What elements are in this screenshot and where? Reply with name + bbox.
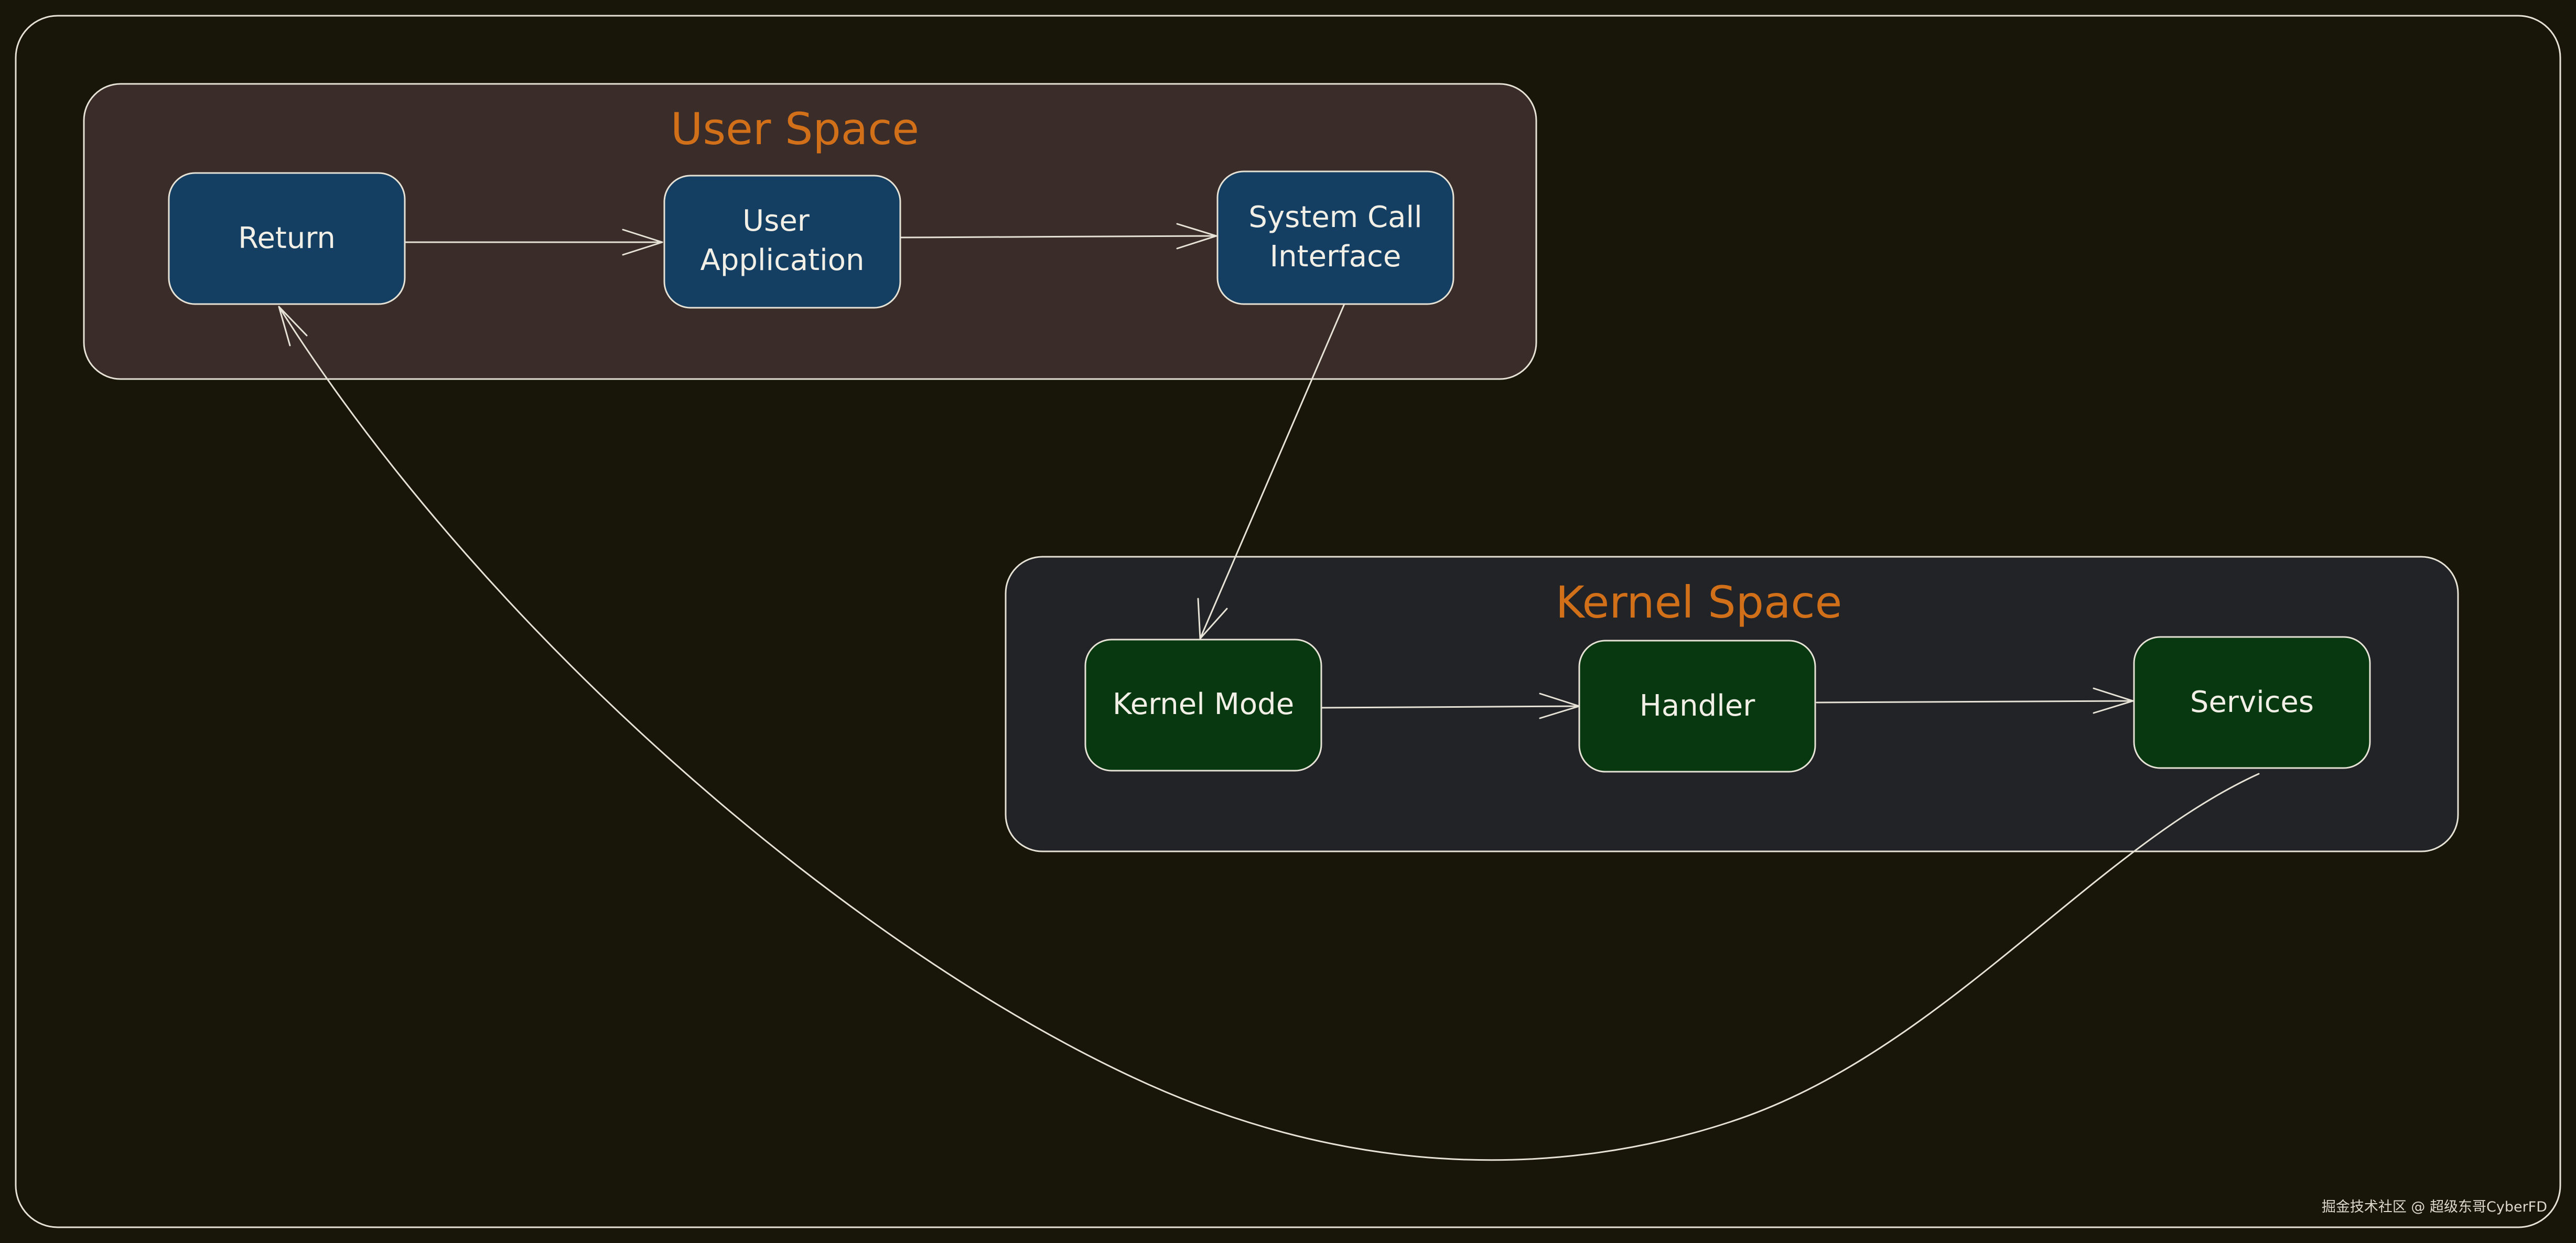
node-label: Kernel Mode (1113, 687, 1294, 721)
edge-line (1199, 303, 1345, 640)
node-label-line-1: System Call (1248, 200, 1422, 234)
edge-services-to-return (278, 306, 2260, 1161)
node-label-line-2: Interface (1270, 240, 1402, 274)
edge-line (899, 235, 1217, 239)
node-handler: Handler (1578, 640, 1816, 773)
node-label: Return (238, 221, 336, 255)
node-label-line-1: User (742, 204, 810, 238)
edge-handler-to-services (1816, 687, 2134, 714)
node-user-application: User Application (663, 175, 901, 309)
outer-frame (15, 15, 2561, 1228)
node-system-call-interface: System Call Interface (1216, 170, 1454, 305)
node-label: Services (2190, 685, 2314, 719)
user-space-title: User Space (671, 103, 919, 155)
node-box (1084, 639, 1322, 772)
edge-line (1320, 705, 1580, 709)
edge-curve (278, 306, 2260, 1161)
node-return: Return (168, 172, 406, 305)
watermark-text: 掘金技术社区 @ 超级东哥CyberFD (2322, 1199, 2547, 1215)
arrowhead-icon (1197, 598, 1228, 640)
edge-return-to-user-application (404, 229, 663, 256)
arrowhead-icon (2093, 687, 2134, 714)
node-label-line-2: Application (700, 243, 865, 277)
edge-line (1816, 700, 2134, 704)
node-box (1216, 170, 1454, 305)
node-box (2133, 636, 2371, 769)
edges (278, 223, 2260, 1161)
kernel-space-title: Kernel Space (1556, 577, 1842, 628)
arrowhead-icon (278, 306, 308, 347)
node-box (1578, 640, 1816, 773)
node-kernel-mode: Kernel Mode (1084, 639, 1322, 772)
arrowhead-icon (622, 229, 663, 256)
node-services: Services (2133, 636, 2371, 769)
node-box (663, 175, 901, 309)
arrowhead-icon (1176, 223, 1217, 250)
edge-user-application-to-system-call-interface (899, 223, 1217, 250)
node-label: Handler (1640, 689, 1755, 723)
node-box (168, 172, 406, 305)
edge-system-call-interface-to-kernel-mode (1197, 303, 1345, 640)
